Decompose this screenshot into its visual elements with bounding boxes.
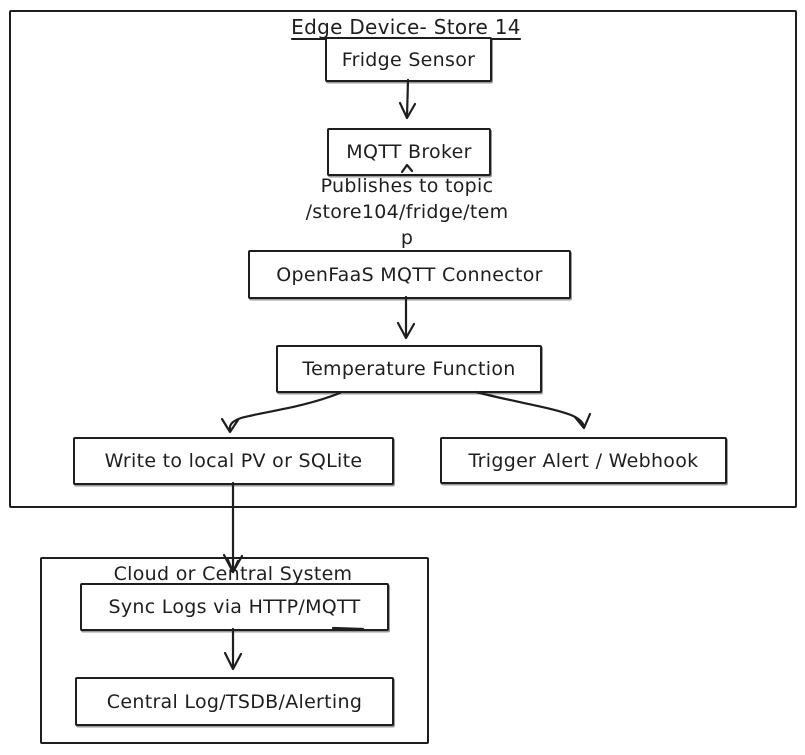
node-write-local-pv-sqlite-label: Write to local PV or SQLite: [104, 450, 363, 472]
edge-device-group-box: [9, 10, 797, 508]
node-mqtt-broker: MQTT Broker: [327, 128, 491, 176]
node-central-log-tsdb-alerting-label: Central Log/TSDB/Alerting: [106, 690, 363, 713]
node-fridge-sensor: Fridge Sensor: [325, 37, 492, 82]
cloud-group-title: Cloud or Central System: [113, 563, 353, 585]
node-sync-logs-label: Sync Logs via HTTP/MQTT: [108, 596, 361, 618]
node-trigger-alert-webhook: Trigger Alert / Webhook: [440, 437, 727, 484]
publish-topic-note-line2: /store104/fridge/tem: [305, 201, 509, 223]
edge-device-group-title: Edge Device- Store 14: [291, 15, 521, 39]
publish-topic-note-line1: Publishes to topic: [320, 175, 494, 197]
publish-topic-note-line3: p: [400, 227, 414, 249]
publish-topic-note: Publishes to topic /store104/fridge/tem …: [300, 173, 514, 251]
node-write-local-pv-sqlite: Write to local PV or SQLite: [73, 437, 394, 485]
node-mqtt-broker-label: MQTT Broker: [346, 141, 472, 163]
node-trigger-alert-webhook-label: Trigger Alert / Webhook: [468, 449, 699, 472]
node-fridge-sensor-label: Fridge Sensor: [341, 48, 476, 71]
node-temperature-function: Temperature Function: [276, 345, 542, 393]
node-openfaas-mqtt-connector-label: OpenFaaS MQTT Connector: [276, 263, 543, 286]
node-sync-logs: Sync Logs via HTTP/MQTT: [80, 583, 389, 631]
node-temperature-function-label: Temperature Function: [302, 358, 516, 380]
node-openfaas-mqtt-connector: OpenFaaS MQTT Connector: [248, 250, 571, 299]
node-central-log-tsdb-alerting: Central Log/TSDB/Alerting: [75, 677, 394, 726]
